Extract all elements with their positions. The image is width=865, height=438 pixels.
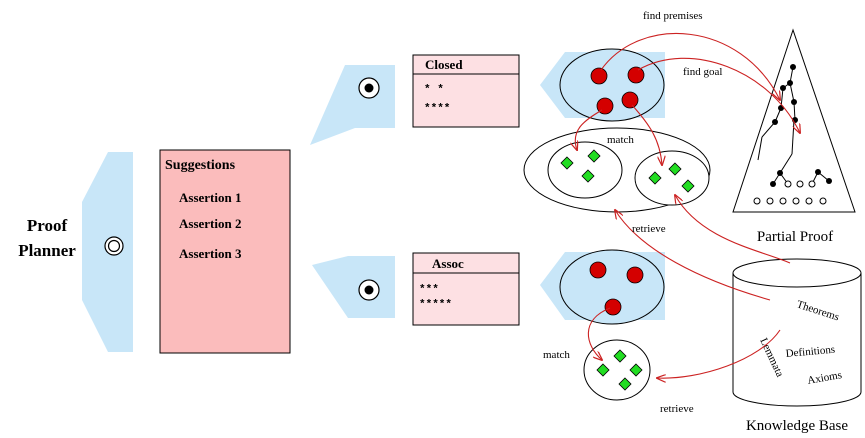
kb-item-definitions: Definitions	[785, 344, 835, 360]
arrow-retrieve-bottom	[657, 329, 781, 378]
arrow-find-goal	[637, 57, 800, 133]
planner-title-line1: Proof	[27, 216, 68, 235]
arrow-upper-left-match	[575, 109, 603, 150]
label-find-premises: find premises	[643, 10, 703, 22]
label-retrieve-top: retrieve	[632, 223, 666, 235]
upper-agent-shape	[310, 65, 395, 145]
partial-proof-label: Partial Proof	[757, 229, 833, 245]
closed-box	[412, 54, 520, 128]
red-dot	[626, 266, 644, 284]
knowledge-base-cylinder	[732, 258, 862, 407]
red-dot	[590, 67, 608, 85]
assoc-box-line1: ***	[419, 284, 439, 296]
green-diamonds-upper	[560, 149, 695, 193]
red-arrows	[575, 33, 800, 379]
closed-box-line1: * *	[424, 84, 444, 96]
upper-agent-node-dot	[364, 83, 374, 93]
assoc-box-line2: *****	[419, 299, 452, 311]
red-dot	[621, 91, 639, 109]
suggestion-item-1: Assertion 1	[179, 190, 241, 205]
assoc-box-title: Assoc	[432, 256, 464, 271]
label-match-bottom: match	[543, 349, 570, 361]
red-dot	[627, 66, 645, 84]
red-dot	[589, 261, 607, 279]
suggestions-box	[159, 149, 291, 354]
green-diamonds-lower	[596, 349, 643, 391]
suggestion-item-2: Assertion 2	[179, 216, 241, 231]
lower-agent-shape	[312, 256, 395, 318]
arrow-kb-to-left	[615, 210, 771, 301]
knowledge-base-label: Knowledge Base	[746, 418, 848, 434]
kb-item-axioms: Axioms	[806, 369, 842, 387]
suggestions-title: Suggestions	[165, 158, 236, 173]
upper-match-left	[547, 141, 623, 199]
arrow-upper-right-match	[631, 104, 662, 165]
suggestion-item-3: Assertion 3	[179, 246, 242, 261]
planner-node-inner	[107, 239, 121, 253]
label-find-goal: find goal	[683, 66, 722, 78]
arrow-lower-match	[587, 307, 611, 360]
partial-proof-nodes	[753, 64, 832, 205]
red-dot	[604, 298, 622, 316]
lower-agent-node-dot	[364, 285, 374, 295]
planner-title-line2: Planner	[18, 241, 76, 260]
label-match-top: match	[607, 134, 634, 146]
assoc-box	[412, 252, 520, 326]
arrow-retrieve-top	[675, 195, 791, 264]
closed-box-title: Closed	[425, 57, 463, 72]
arrow-find-premises	[600, 33, 780, 100]
label-retrieve-bottom: retrieve	[660, 403, 694, 415]
upper-match-right	[634, 150, 710, 206]
closed-box-line2: ****	[424, 103, 450, 115]
